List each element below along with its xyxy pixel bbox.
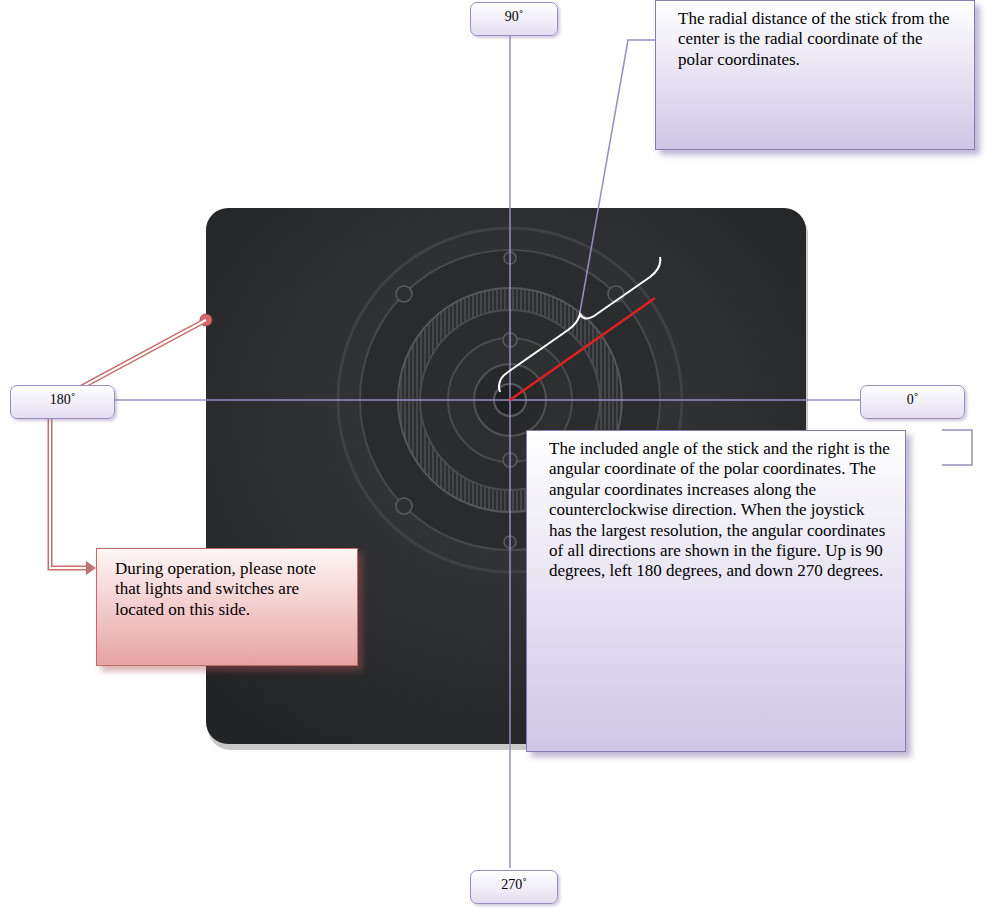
angle-label: 270˚ xyxy=(470,870,558,904)
angle-label: 180˚ xyxy=(10,385,115,419)
arrow-head xyxy=(86,561,96,575)
stick-vector xyxy=(510,298,655,400)
leader-line xyxy=(580,40,655,312)
callout-text: The included angle of the stick and the … xyxy=(549,439,891,582)
callout-text: During operation, please note that light… xyxy=(115,559,343,620)
radius-brace xyxy=(499,257,660,392)
side-leader xyxy=(50,320,206,568)
callout-text: The radial distance of the stick from th… xyxy=(678,9,960,70)
angle-text: 0˚ xyxy=(869,392,956,408)
warning-callout: During operation, please note that light… xyxy=(96,548,358,666)
callout-box: The radial distance of the stick from th… xyxy=(655,0,975,150)
angle-label: 90˚ xyxy=(470,2,558,36)
axis-line xyxy=(509,30,511,868)
angle-text: 270˚ xyxy=(479,877,549,893)
callout-box: The included angle of the stick and the … xyxy=(526,430,906,752)
angle-label: 0˚ xyxy=(860,385,965,419)
angle-text: 180˚ xyxy=(19,392,106,408)
angle-text: 90˚ xyxy=(479,9,549,25)
leader-bracket xyxy=(942,430,972,465)
axis-line xyxy=(115,399,860,401)
side-leader xyxy=(50,320,206,568)
